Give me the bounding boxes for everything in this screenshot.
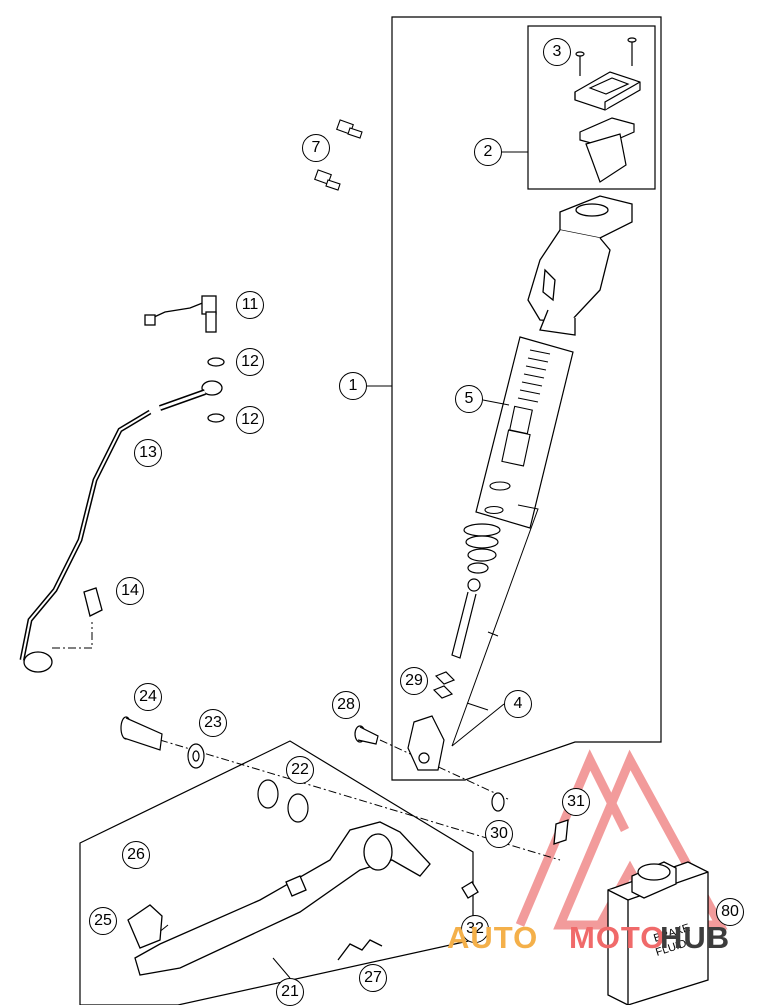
- push-rod-parts: [407, 523, 501, 771]
- callout-3[interactable]: 3: [543, 38, 571, 66]
- assembly-5-outline: [475, 336, 574, 529]
- callout-28[interactable]: 28: [332, 691, 360, 719]
- callout-26[interactable]: 26: [122, 841, 150, 869]
- callout-27[interactable]: 27: [359, 964, 387, 992]
- master-cylinder-body: [527, 195, 633, 336]
- reservoir-cap-parts: [574, 37, 641, 183]
- piston-spring-parts: [484, 349, 551, 515]
- callout-32[interactable]: 32: [461, 915, 489, 943]
- watermark-text-auto: AUTO: [447, 920, 539, 955]
- watermark-text-moto: MOTO: [569, 920, 666, 955]
- callout-12-lower[interactable]: 12: [236, 406, 264, 434]
- callout-80[interactable]: 80: [716, 898, 744, 926]
- callout-11[interactable]: 11: [236, 291, 264, 319]
- pivot-parts: [120, 716, 505, 823]
- callout-13[interactable]: 13: [134, 439, 162, 467]
- callout-12-upper[interactable]: 12: [236, 348, 264, 376]
- callout-22[interactable]: 22: [286, 756, 314, 784]
- assembly-2-outline: [527, 25, 656, 190]
- brake-pedal: [127, 819, 569, 976]
- callout-21[interactable]: 21: [276, 978, 304, 1006]
- assembly-1-outline: [391, 16, 662, 781]
- callout-2[interactable]: 2: [474, 138, 502, 166]
- callout-5[interactable]: 5: [455, 385, 483, 413]
- callout-14[interactable]: 14: [116, 577, 144, 605]
- callout-7[interactable]: 7: [302, 134, 330, 162]
- callout-24[interactable]: 24: [134, 683, 162, 711]
- callout-29[interactable]: 29: [400, 667, 428, 695]
- brake-line-parts: [19, 295, 225, 673]
- callout-30[interactable]: 30: [485, 820, 513, 848]
- callout-25[interactable]: 25: [89, 907, 117, 935]
- brake-fluid-bottle: BRAKE FLUID: [607, 861, 709, 1005]
- leader-lines: [157, 151, 539, 979]
- banjo-bolts: [314, 119, 363, 191]
- callout-1[interactable]: 1: [339, 372, 367, 400]
- callout-23[interactable]: 23: [199, 709, 227, 737]
- callout-4[interactable]: 4: [504, 690, 532, 718]
- callout-31[interactable]: 31: [562, 788, 590, 816]
- watermark-text-hub: HUB: [660, 920, 731, 955]
